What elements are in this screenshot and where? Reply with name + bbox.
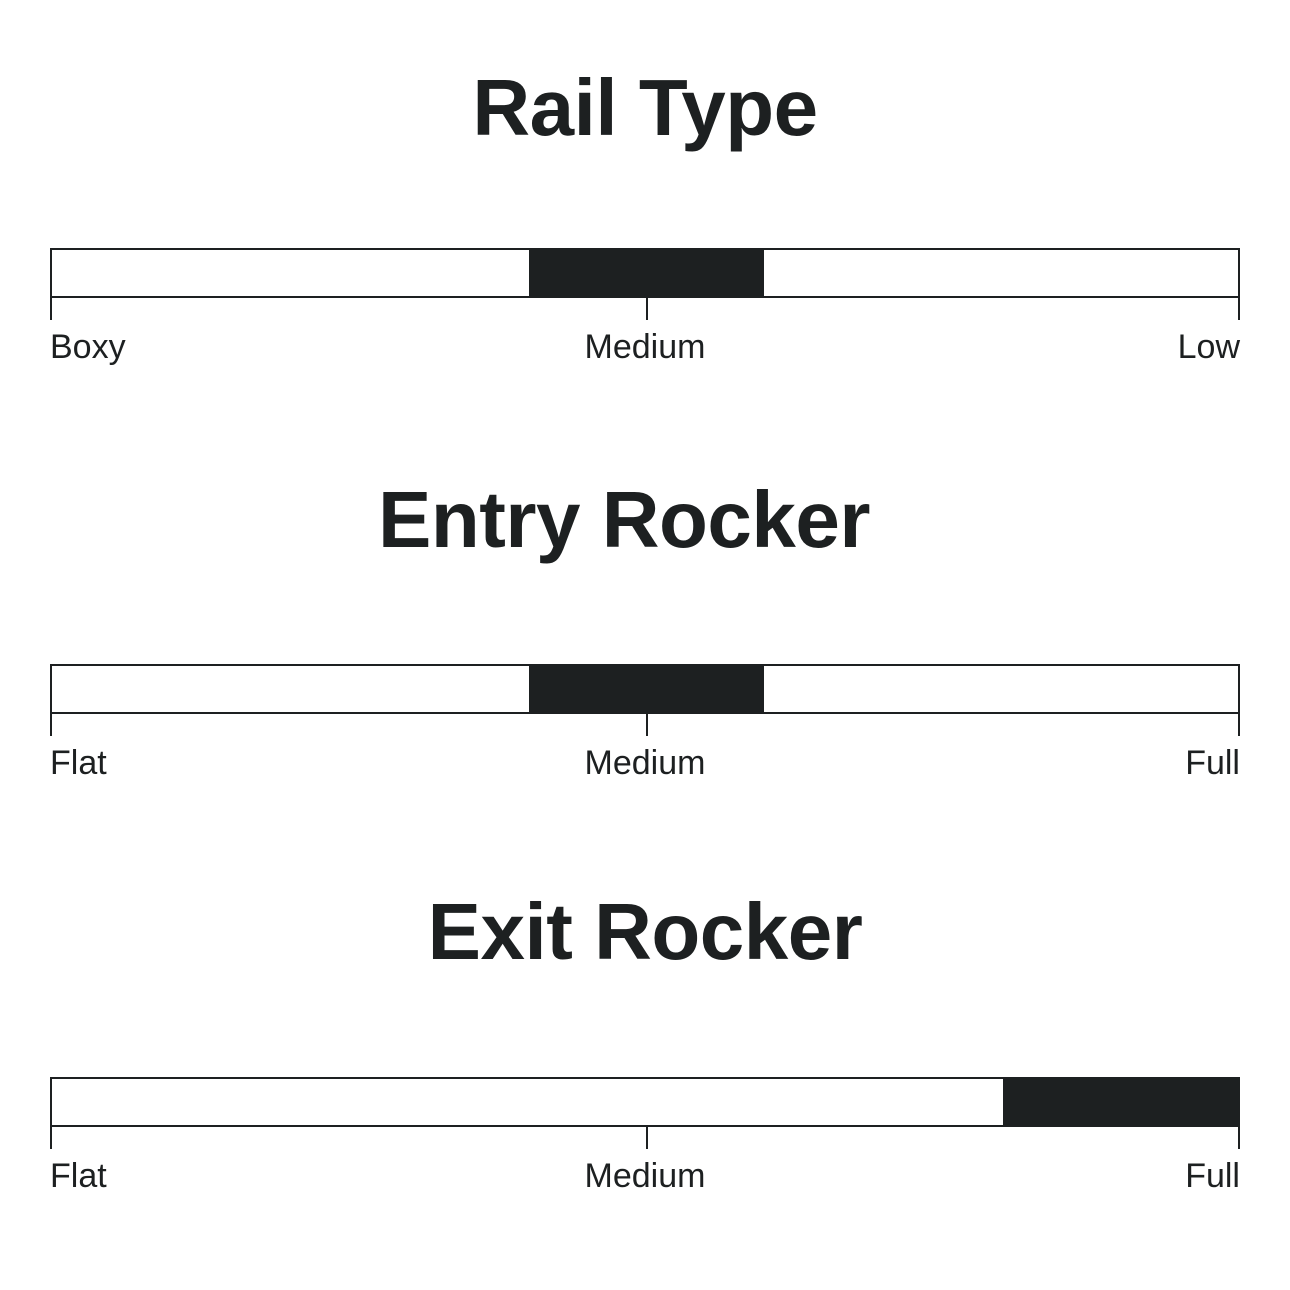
slider-fill-handle[interactable] — [528, 664, 764, 714]
section-title: Entry Rocker — [378, 475, 870, 564]
section-title: Exit Rocker — [427, 887, 863, 976]
scale-tick-min — [50, 296, 52, 320]
scale-label-min: Boxy — [50, 328, 126, 366]
scale-labels: Flat Medium Full — [50, 1127, 1240, 1203]
scale-label-mid: Medium — [584, 328, 706, 366]
scale-label-mid: Medium — [584, 1157, 706, 1195]
slider-fill-handle[interactable] — [528, 248, 764, 298]
scale-tick-max — [1238, 712, 1240, 736]
scale-label-max: Full — [1185, 1157, 1240, 1195]
scale-tick-max — [1238, 296, 1240, 320]
scale-label-min: Flat — [50, 744, 107, 782]
scale-tick-min — [50, 1125, 52, 1149]
slider-track[interactable] — [50, 1077, 1240, 1149]
spec-section-rail-type: Rail Type Boxy Medium Low — [0, 60, 1290, 374]
scale-label-max: Full — [1185, 744, 1240, 782]
spec-section-exit-rocker: Exit Rocker Flat Medium Full — [0, 884, 1290, 1203]
slider-entry-rocker[interactable] — [50, 568, 1240, 736]
scale-tick-min — [50, 712, 52, 736]
scale-tick-mid — [646, 1125, 649, 1149]
section-title: Rail Type — [472, 63, 818, 152]
scale-label-max: Low — [1177, 328, 1240, 366]
slider-rail-type[interactable] — [50, 156, 1240, 320]
scale-tick-max — [1238, 1125, 1240, 1149]
scale-label-min: Flat — [50, 1157, 107, 1195]
spec-section-entry-rocker: Entry Rocker Flat Medium Full — [0, 472, 1290, 790]
scale-label-mid: Medium — [584, 744, 706, 782]
slider-track[interactable] — [50, 664, 1240, 736]
slider-exit-rocker[interactable] — [50, 980, 1240, 1149]
scale-labels: Flat Medium Full — [50, 714, 1240, 790]
slider-fill-handle[interactable] — [1003, 1077, 1238, 1127]
scale-labels: Boxy Medium Low — [50, 298, 1240, 374]
slider-track[interactable] — [50, 248, 1240, 320]
scale-tick-mid — [646, 296, 649, 320]
scale-tick-mid — [646, 712, 649, 736]
